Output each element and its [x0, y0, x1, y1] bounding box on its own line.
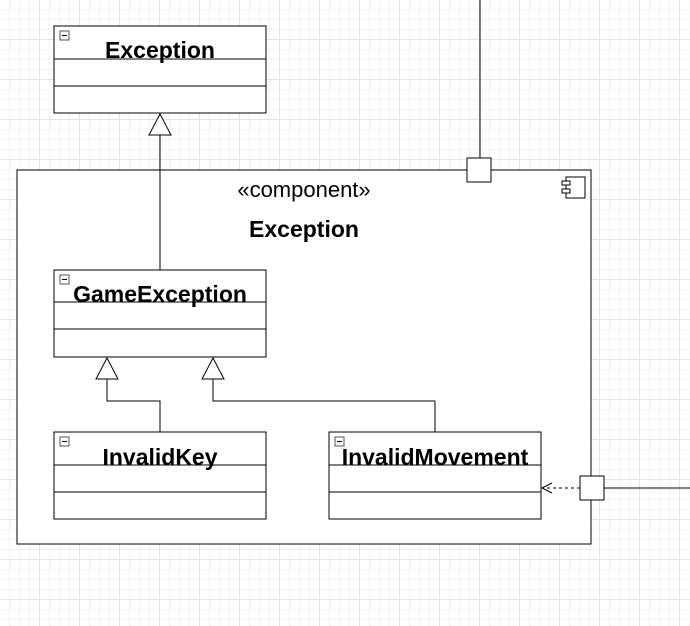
port-top[interactable]	[466, 157, 492, 183]
component-icon	[561, 176, 586, 199]
dependency-arrow	[540, 482, 580, 494]
class-invalidmovement-title: InvalidMovement	[342, 444, 529, 470]
generalization-invalidkey-gameexception	[95, 356, 161, 432]
component-stereotype: «component»	[237, 177, 370, 202]
class-gameexception[interactable]: GameException	[53, 269, 267, 358]
component-title: Exception	[249, 216, 359, 242]
generalization-invalidmovement-gameexception	[201, 356, 436, 432]
outer-exception-class[interactable]: Exception	[53, 25, 267, 114]
outer-exception-title: Exception	[105, 37, 215, 63]
class-gameexception-title: GameException	[73, 281, 247, 307]
port-right[interactable]	[579, 475, 605, 501]
collapse-icon[interactable]	[59, 436, 70, 447]
collapse-icon[interactable]	[334, 436, 345, 447]
class-invalidmovement[interactable]: InvalidMovement	[328, 431, 542, 520]
class-invalidkey-title: InvalidKey	[102, 444, 217, 470]
class-invalidkey[interactable]: InvalidKey	[53, 431, 267, 520]
collapse-icon[interactable]	[59, 30, 70, 41]
collapse-icon[interactable]	[59, 274, 70, 285]
generalization-gameexception-exception	[148, 112, 172, 270]
